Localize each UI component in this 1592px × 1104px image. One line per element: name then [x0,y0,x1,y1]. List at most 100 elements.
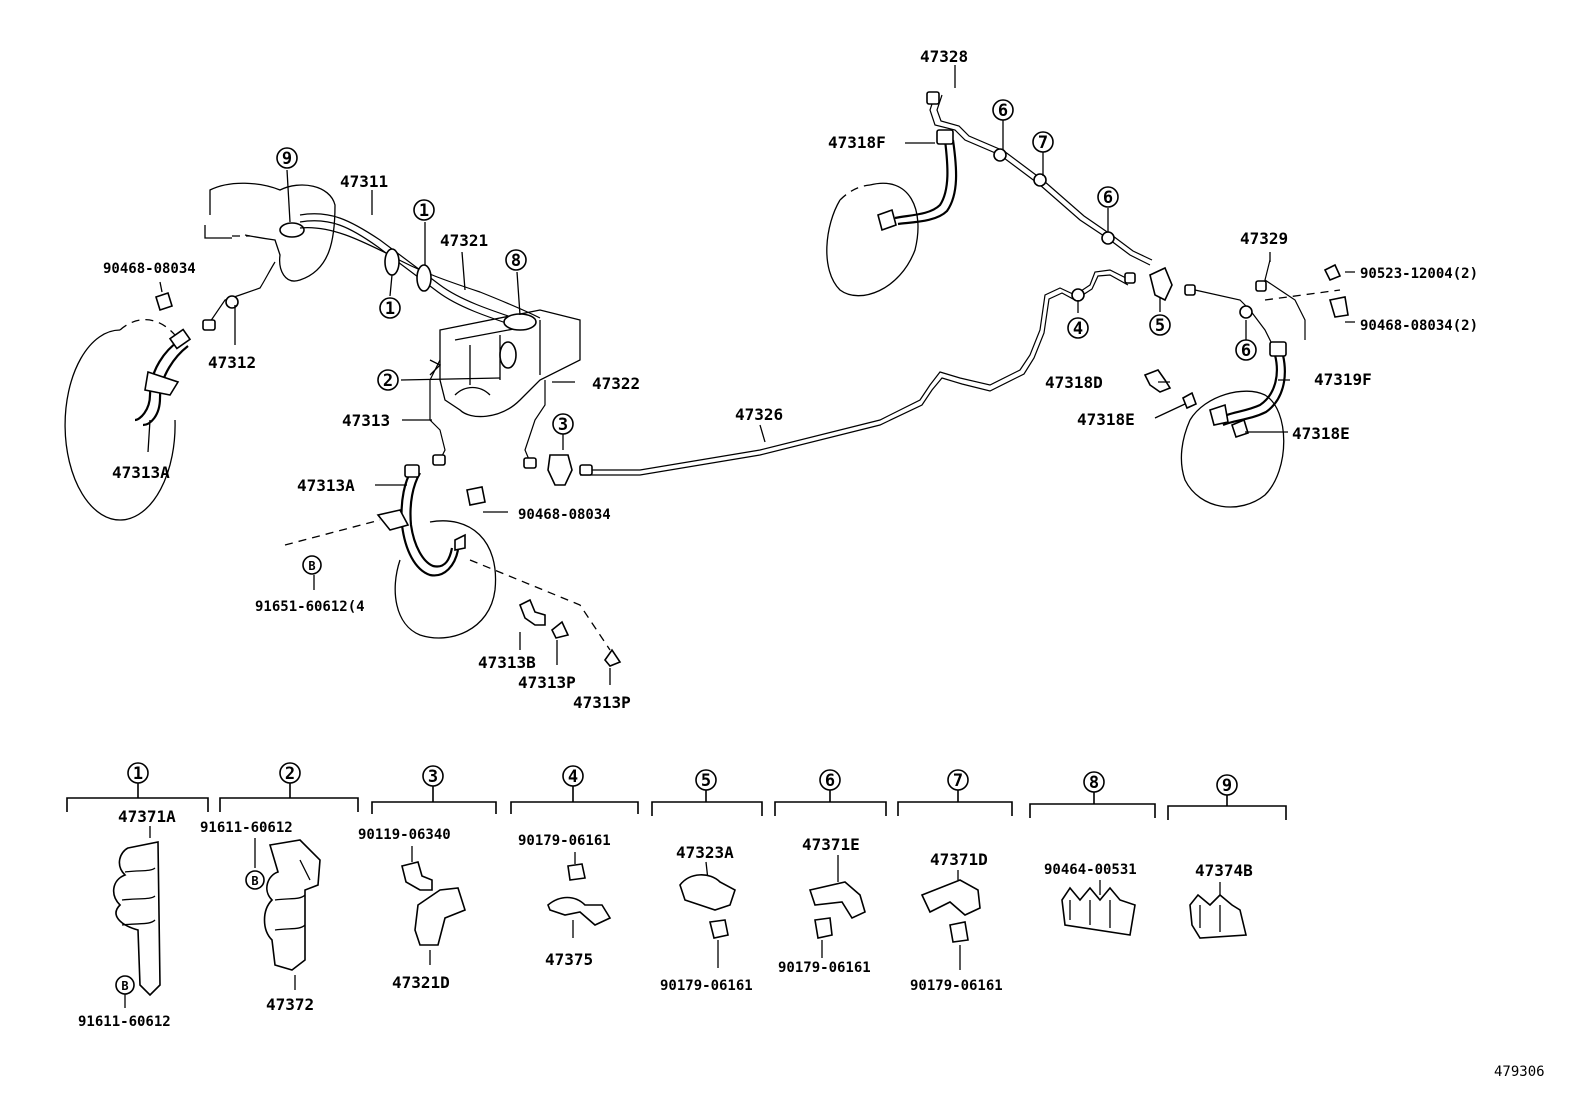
callout-b-top: B [308,559,315,573]
group-9: 9 47374B [1167,774,1287,939]
callout-6-c: 6 [1235,339,1257,361]
svg-text:6: 6 [1241,341,1251,361]
callout-6-a: 6 [992,99,1014,121]
svg-text:47371A: 47371A [118,807,176,826]
tube-47311 [299,213,521,321]
callout-3-top: 3 [552,413,574,435]
clip-90468-right [1328,296,1349,318]
clamp-47371e-icon [808,881,866,920]
tube-47329-nut [1255,280,1267,292]
tube-47329 [1194,289,1276,351]
svg-text:47371D: 47371D [930,850,988,869]
right-front-disc [826,182,919,297]
callout-8-top: 8 [505,249,527,271]
callout-b-circle [302,555,322,575]
tube-47313-nut [432,454,446,466]
tube-47326 [580,269,1131,471]
left-rear-hose [400,469,460,577]
clamp-1a [384,248,400,276]
svg-text:6: 6 [998,101,1008,121]
callout-9-top: 9 [276,147,298,169]
svg-text:90179-06161: 90179-06161 [910,978,1003,994]
svg-text:3: 3 [558,415,568,435]
right-rear-hose-2 [1222,354,1286,427]
leader-lines [147,65,1355,685]
left-rear-hose-2 [409,472,454,568]
brake-booster [209,182,336,282]
abs-actuator-detail2 [429,359,491,396]
svg-text:1: 1 [419,201,429,221]
group-2: 2 91611-60612 B 47372 [200,762,359,1014]
svg-text:47321D: 47321D [392,973,450,992]
callout-1-lower: 1 [379,297,401,319]
group-6: 6 47371E 90179-06161 [774,769,887,976]
label-47313p-a: 47313P [518,673,576,692]
clamp-47323a-icon [679,874,736,911]
clip-icon [155,291,173,312]
clamp-47374b-icon [1189,893,1247,939]
bolt-47313b [518,598,546,626]
label-47318f: 47318F [828,133,886,152]
svg-text:47375: 47375 [545,950,593,969]
group-8: 8 90464-00531 [1029,771,1156,936]
clip-90523 [1323,263,1342,282]
joint-47321d-icon [414,887,466,946]
svg-text:47371E: 47371E [802,835,860,854]
clamp-6-marker-c [1239,305,1253,319]
clip-90179-icon-b [709,919,729,939]
tube-47322 [524,380,546,463]
callout-7-top: 7 [1032,131,1054,153]
clip-90179-icon-d [949,921,969,943]
label-47313a-left: 47313A [112,463,170,482]
bracket-47371a-icon [112,841,161,997]
tube-47311b [299,220,519,328]
junction-nut-b [1184,284,1196,296]
label-90468-08034-right: 90468-08034(2) [1360,318,1478,334]
svg-text:90179-06161: 90179-06161 [778,960,871,976]
left-rear-hose-fitting [404,464,420,478]
svg-text:47374B: 47374B [1195,861,1253,880]
svg-text:9: 9 [282,149,292,169]
svg-text:2: 2 [383,371,393,391]
abs-actuator-detail [454,320,541,385]
label-47312: 47312 [208,353,256,372]
label-47326: 47326 [735,405,783,424]
svg-text:2: 2 [285,764,295,784]
label-47321: 47321 [440,231,488,250]
group-4: 4 90179-06161 47375 [510,765,639,969]
svg-text:4: 4 [1073,319,1083,339]
tube-47326-nut [579,464,593,476]
svg-text:3: 3 [428,767,438,787]
left-rear-bracket [376,509,410,531]
bolt-47318d [1143,369,1172,393]
label-90468-08034-left: 90468-08034 [103,261,196,277]
callout-6-b: 6 [1097,186,1119,208]
left-front-bracket [144,370,180,396]
bracket-47372-icon [263,839,321,971]
label-47319f: 47319F [1314,370,1372,389]
svg-text:1: 1 [385,299,395,319]
svg-text:8: 8 [511,251,521,271]
right-front-hose-2 [897,139,958,226]
three-way-joint [547,454,573,486]
abs-actuator [439,309,581,418]
clamp-47375-icon [547,896,612,926]
label-47318e-a: 47318E [1077,410,1135,429]
right-rear-hose [1219,354,1278,419]
booster-stub [204,225,232,239]
label-91651-60612: 91651-60612(4 [255,599,365,615]
tube-47312-joint [225,295,239,309]
tube-47312-nut [202,319,216,331]
svg-text:47372: 47372 [266,995,314,1014]
svg-text:5: 5 [701,771,711,791]
washer-47318e-a [1181,391,1198,410]
svg-text:8: 8 [1089,773,1099,793]
right-front-caliper [877,208,897,232]
left-front-disc-dash [119,318,176,336]
left-rear-disc [394,520,497,639]
clamp-6-marker-a [993,148,1007,162]
clamp-4-marker [1071,288,1085,302]
svg-text:90464-00531: 90464-00531 [1044,862,1137,878]
clamp-8 [503,313,537,331]
